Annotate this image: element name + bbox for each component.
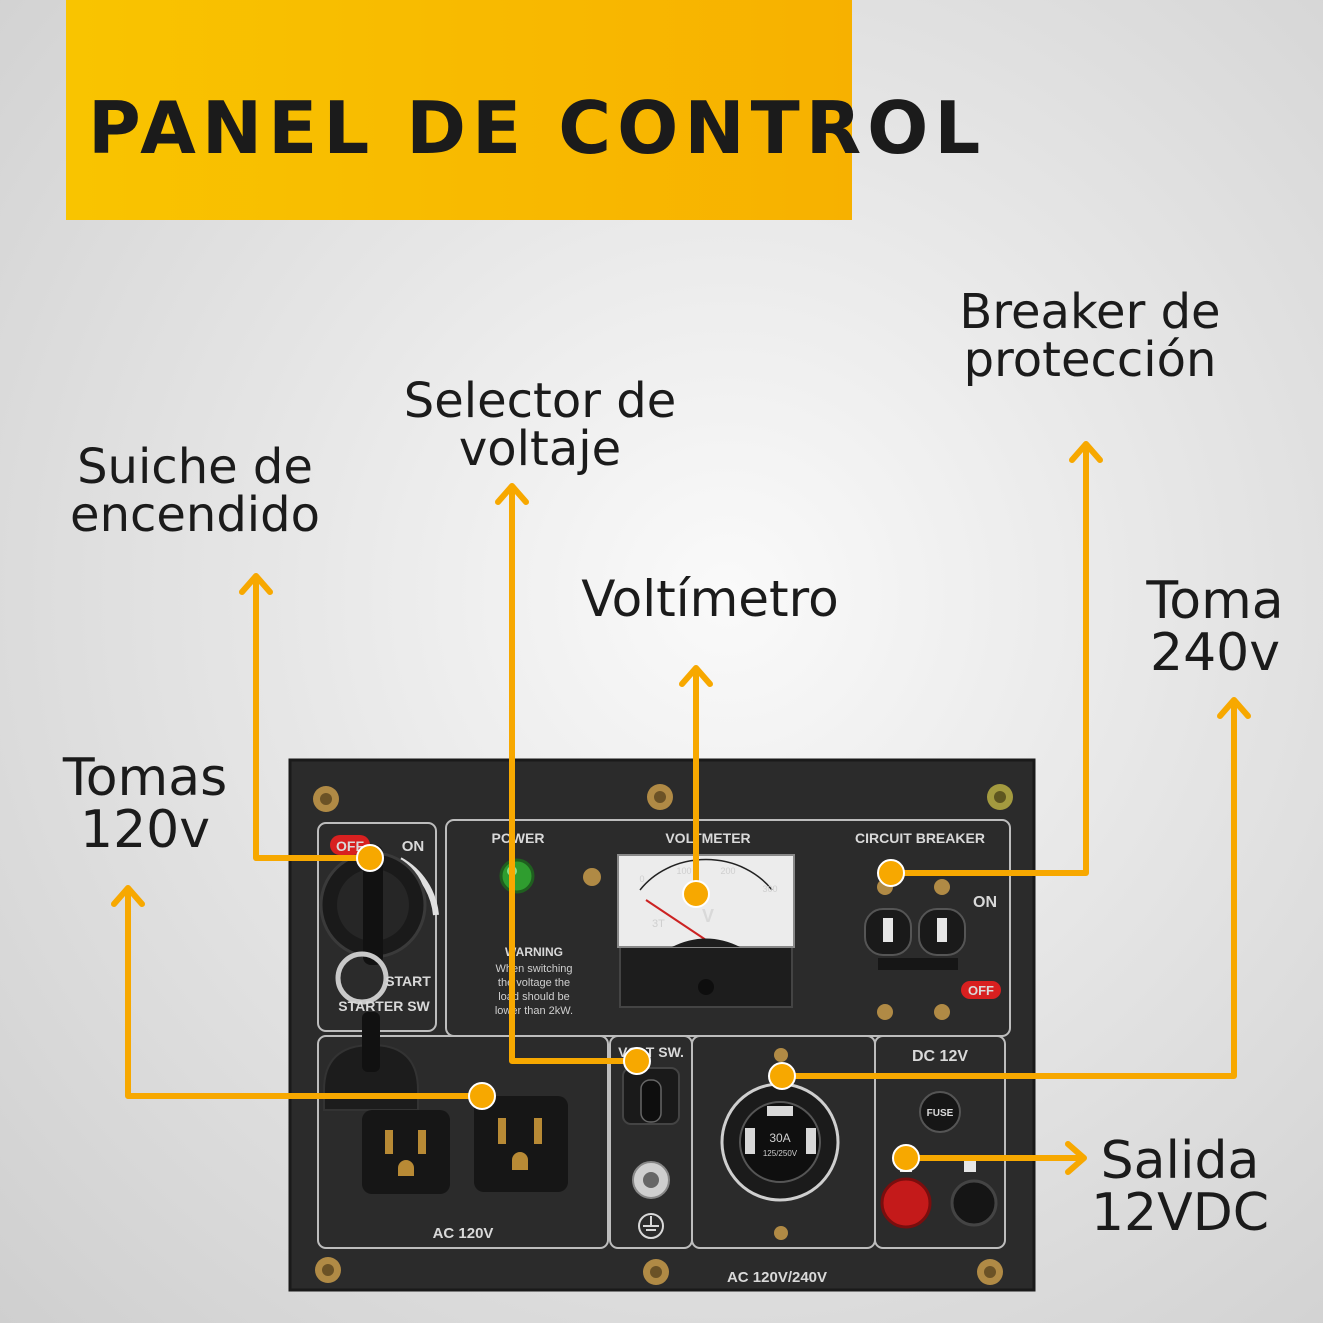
callout-selector-de-voltaje: Selector de voltaje — [370, 377, 710, 473]
on-label-right: ON — [973, 894, 997, 911]
fuse-holder[interactable] — [919, 1091, 961, 1133]
outlet-120v-right[interactable] — [474, 1096, 568, 1192]
connector-selector — [509, 485, 640, 1064]
fuse-label: FUSE — [927, 1108, 954, 1119]
voltmeter-label: VOLTMETER — [665, 830, 750, 846]
receptacle-rating: 30A — [769, 1131, 790, 1145]
start-label: START — [385, 973, 431, 989]
meter-tick-300: 300 — [762, 884, 777, 894]
meter-needle — [645, 899, 707, 941]
meter-unit: V — [702, 906, 714, 926]
connector-breaker — [888, 443, 1089, 876]
callout-breaker-de-proteccion: Breaker de protección — [930, 288, 1250, 384]
key-ring — [335, 951, 389, 1005]
callout-line: Tomas — [62, 748, 228, 808]
off-label-left: OFF — [336, 838, 364, 854]
marker-tomas120 — [468, 1082, 496, 1110]
callout-line: encendido — [70, 487, 320, 543]
callout-line: Toma — [1146, 571, 1284, 631]
dc-positive-terminal[interactable] — [880, 1177, 932, 1229]
warning-line-4: lower than 2kW. — [495, 1005, 573, 1017]
marker-toma240 — [768, 1062, 796, 1090]
callout-line: Salida — [1100, 1131, 1260, 1191]
panel-screws — [313, 784, 1013, 1285]
dc-section — [874, 1035, 1006, 1249]
callout-voltimetro: Voltímetro — [550, 574, 870, 624]
power-label: POWER — [492, 830, 545, 846]
marker-voltimetro — [682, 880, 710, 908]
starter-sw-label: STARTER SW — [338, 998, 430, 1014]
off-label-right: OFF — [968, 983, 994, 998]
callout-line: protección — [963, 332, 1217, 388]
meter-tick-200: 200 — [720, 866, 735, 876]
connector-suiche — [253, 575, 373, 861]
power-indicator-light — [499, 858, 535, 894]
page-title: PANEL DE CONTROL — [88, 86, 987, 170]
outlet-120v-left[interactable] — [362, 1110, 450, 1194]
off-badge-right — [961, 981, 1001, 999]
callout-salida-12vdc: Salida 12VDC — [1070, 1135, 1290, 1239]
callout-suiche-de-encendido: Suiche de encendido — [40, 443, 350, 539]
marker-breaker — [877, 859, 905, 887]
dc-negative-terminal[interactable] — [950, 1179, 998, 1227]
callout-line: 12VDC — [1090, 1183, 1270, 1243]
callout-toma-240v: Toma 240v — [1120, 575, 1310, 679]
ac120v-label: AC 120V — [433, 1225, 494, 1242]
meter-tick-0: 0 — [639, 874, 644, 884]
callout-line: 120v — [79, 800, 211, 860]
circuit-breaker-label: CIRCUIT BREAKER — [855, 830, 985, 846]
receptacle-volt: 125/250V — [763, 1149, 798, 1158]
callout-line: Selector de — [403, 373, 677, 429]
marker-suiche — [356, 844, 384, 872]
meter-tick-100: 100 — [676, 866, 691, 876]
callout-line: 240v — [1149, 623, 1281, 683]
callout-line: Voltímetro — [581, 570, 839, 628]
ac120-240-label: AC 120V/240V — [727, 1269, 827, 1286]
callout-line: voltaje — [458, 421, 622, 477]
meter-brand: 3T — [652, 918, 665, 930]
warning-line-3: load should be — [498, 991, 570, 1003]
warning-title: WARNING — [505, 945, 563, 959]
ground-symbol-icon — [638, 1213, 664, 1239]
connector-toma240 — [779, 699, 1237, 1079]
warning-line-2: the voltage the — [498, 977, 570, 989]
warning-line-1: When switching — [495, 963, 572, 975]
connector-tomas120 — [125, 887, 485, 1099]
callout-line: Suiche de — [77, 439, 313, 495]
on-label-left: ON — [402, 838, 425, 855]
callout-line: Breaker de — [959, 284, 1221, 340]
marker-salida — [892, 1144, 920, 1172]
ac120-section — [317, 1035, 609, 1249]
marker-selector — [623, 1047, 651, 1075]
title-banner — [66, 0, 852, 220]
callout-tomas-120v: Tomas 120v — [30, 752, 260, 856]
dc12v-label: DC 12V — [912, 1048, 968, 1065]
